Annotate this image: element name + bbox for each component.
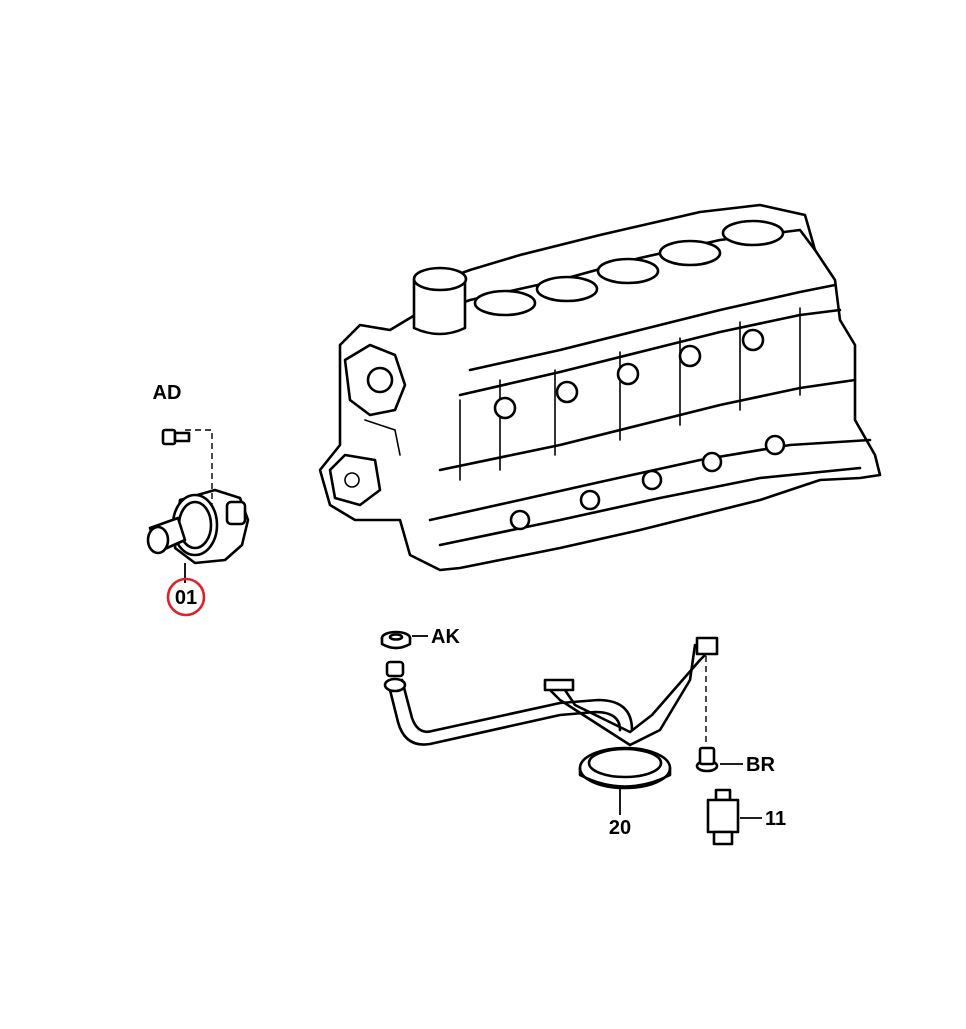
part-01-illustration bbox=[146, 429, 250, 565]
callout-br[interactable]: BR bbox=[746, 754, 775, 776]
engine-block-illustration bbox=[318, 203, 882, 572]
callout-01-highlight-circle bbox=[166, 577, 206, 617]
bolt-ad-illustration bbox=[161, 428, 191, 446]
callout-01[interactable]: 01 bbox=[166, 577, 206, 617]
callout-01-label: 01 bbox=[175, 587, 197, 609]
bolt-br-illustration bbox=[695, 746, 719, 773]
washer-ak-illustration bbox=[380, 630, 412, 650]
callout-11-label: 11 bbox=[765, 808, 786, 830]
callout-br-label: BR bbox=[746, 754, 775, 776]
callout-ad[interactable]: AD bbox=[153, 382, 182, 404]
callout-20[interactable]: 20 bbox=[609, 817, 631, 839]
callout-ak[interactable]: AK bbox=[431, 626, 460, 648]
callout-11[interactable]: 11 bbox=[765, 808, 786, 830]
callout-ak-label: AK bbox=[431, 626, 460, 648]
callout-20-label: 20 bbox=[609, 817, 631, 839]
oil-pickup-pipe-illustration bbox=[383, 636, 719, 790]
callout-ad-label: AD bbox=[153, 382, 182, 404]
sensor-11-illustration bbox=[706, 788, 740, 846]
